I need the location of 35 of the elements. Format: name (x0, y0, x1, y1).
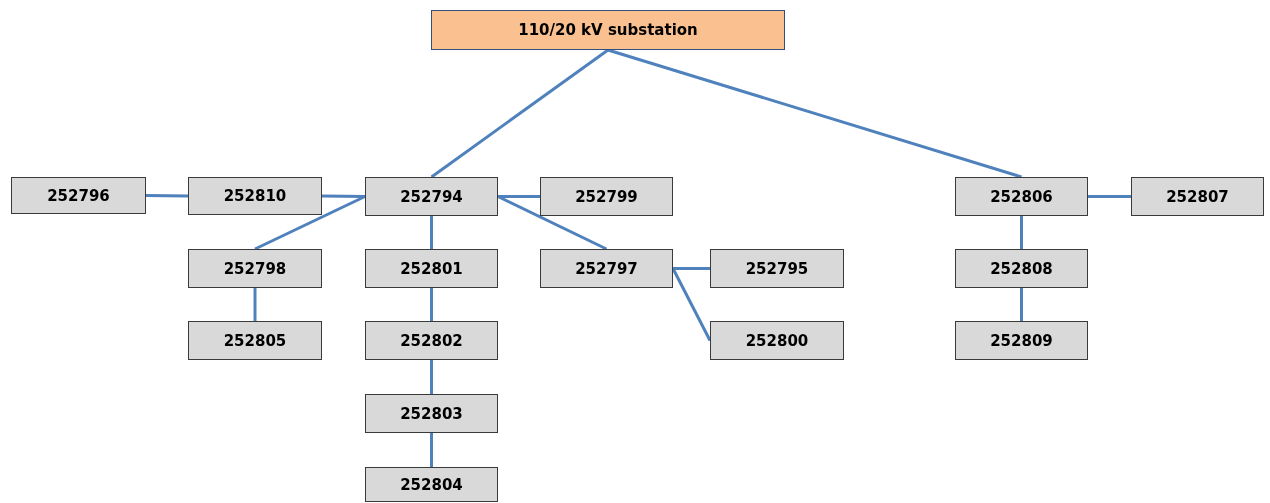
connector-line (1088, 195, 1131, 198)
connector-line (607, 48, 1022, 179)
node-box: 252806 (955, 177, 1088, 216)
connector-line (322, 194, 365, 198)
connector-line (430, 433, 433, 467)
node-box: 252795 (710, 249, 844, 288)
node-box: 252800 (710, 321, 844, 360)
node-box: 252803 (365, 394, 498, 433)
node-box: 252796 (11, 177, 146, 214)
connector-line (497, 195, 608, 251)
node-box: 252802 (365, 321, 498, 360)
node-box: 252797 (540, 249, 673, 288)
connector-line (430, 216, 433, 249)
connector-line (671, 267, 712, 342)
node-box: 252807 (1131, 177, 1264, 216)
node-box: 252810 (188, 177, 322, 215)
connector-line (1020, 216, 1023, 249)
substation-box: 110/20 kV substation (431, 10, 785, 50)
connector-line (254, 195, 366, 251)
connector-line (430, 48, 609, 179)
node-box: 252799 (540, 177, 673, 216)
node-box: 252809 (955, 321, 1088, 360)
node-box: 252801 (365, 249, 498, 288)
node-box: 252798 (188, 249, 322, 288)
connector-line (430, 288, 433, 321)
connector-line (498, 195, 540, 198)
node-box: 252805 (188, 321, 322, 360)
node-box: 252804 (365, 467, 498, 502)
connector-line (146, 194, 188, 198)
connector-line (253, 288, 257, 321)
connector-line (430, 360, 433, 394)
connector-line (673, 267, 710, 270)
connector-line (1020, 288, 1023, 321)
node-box: 252808 (955, 249, 1088, 288)
node-box: 252794 (365, 177, 498, 216)
